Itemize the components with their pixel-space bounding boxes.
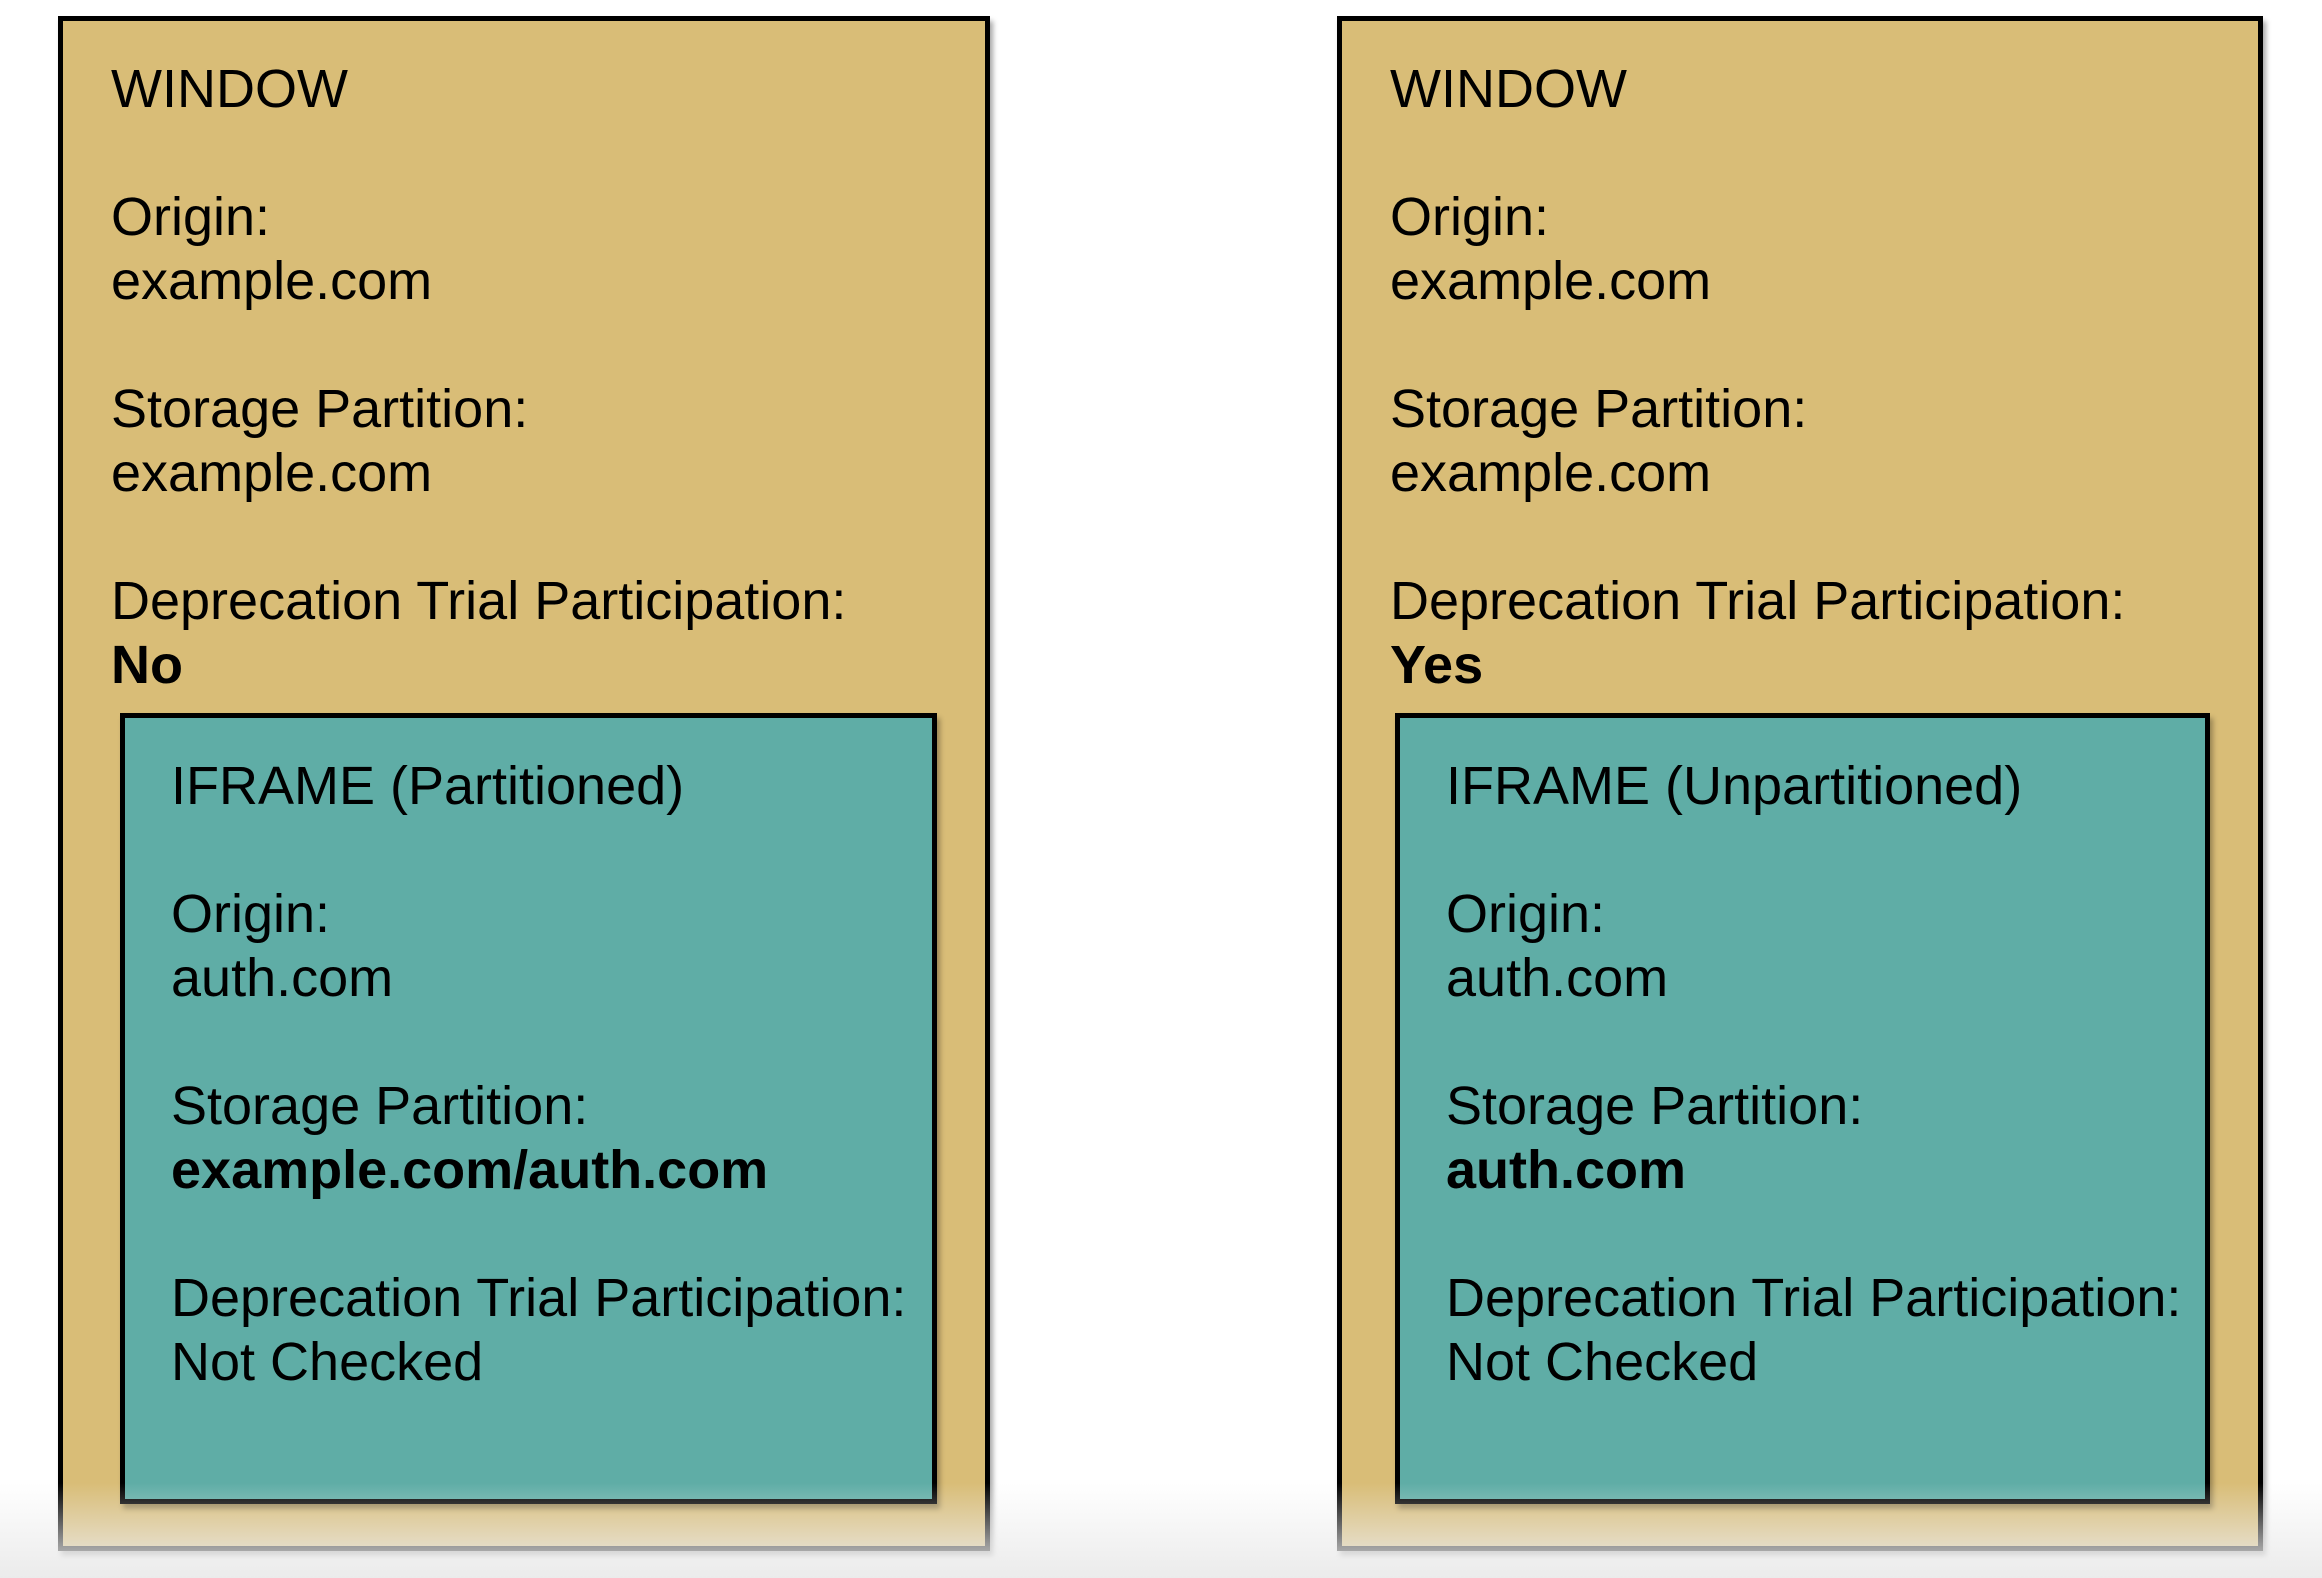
field-label: Origin:	[1446, 884, 1606, 944]
field-label: Deprecation Trial Participation:	[1446, 1268, 2182, 1328]
field-origin: Origin: example.com	[111, 185, 937, 313]
field-value: example.com	[1390, 251, 1712, 311]
iframe-title: IFRAME (Unpartitioned)	[1446, 756, 2023, 816]
field-value: No	[111, 635, 183, 695]
field-value: auth.com	[1446, 948, 1669, 1008]
field-storage-partition: Storage Partition: example.com	[1390, 377, 2210, 505]
field-deprecation-trial: Deprecation Trial Participation: No	[111, 569, 937, 697]
field-origin: Origin: auth.com	[1446, 882, 2159, 1010]
field-label: Deprecation Trial Participation:	[1390, 571, 2126, 631]
field-label: Origin:	[111, 187, 271, 247]
field-origin: Origin: example.com	[1390, 185, 2210, 313]
field-value: example.com/auth.com	[171, 1140, 769, 1200]
field-value: example.com	[111, 251, 433, 311]
field-storage-partition: Storage Partition: example.com/auth.com	[171, 1074, 886, 1202]
field-deprecation-trial: Deprecation Trial Participation: Not Che…	[1446, 1266, 2182, 1394]
field-value: Not Checked	[171, 1332, 484, 1392]
field-value: Not Checked	[1446, 1332, 1759, 1392]
iframe-box-unpartitioned: IFRAME (Unpartitioned) Origin: auth.com …	[1395, 713, 2210, 1504]
field-label: Origin:	[171, 884, 331, 944]
field-label: Storage Partition:	[1446, 1076, 1864, 1136]
field-value: example.com	[111, 443, 433, 503]
field-label: Deprecation Trial Participation:	[171, 1268, 907, 1328]
field-storage-partition: Storage Partition: example.com	[111, 377, 937, 505]
field-label: Storage Partition:	[111, 379, 529, 439]
field-value: auth.com	[1446, 1140, 1687, 1200]
iframe-box-partitioned: IFRAME (Partitioned) Origin: auth.com St…	[120, 713, 937, 1504]
field-label: Origin:	[1390, 187, 1550, 247]
window-box-left: WINDOW Origin: example.com Storage Parti…	[58, 16, 990, 1551]
field-value: example.com	[1390, 443, 1712, 503]
field-deprecation-trial: Deprecation Trial Participation: Not Che…	[171, 1266, 907, 1394]
window-box-right: WINDOW Origin: example.com Storage Parti…	[1337, 16, 2263, 1551]
field-deprecation-trial: Deprecation Trial Participation: Yes	[1390, 569, 2210, 697]
field-value: auth.com	[171, 948, 394, 1008]
field-label: Deprecation Trial Participation:	[111, 571, 847, 631]
field-origin: Origin: auth.com	[171, 882, 886, 1010]
field-label: Storage Partition:	[1390, 379, 1808, 439]
window-title: WINDOW	[1390, 59, 1627, 119]
field-label: Storage Partition:	[171, 1076, 589, 1136]
iframe-title: IFRAME (Partitioned)	[171, 756, 685, 816]
field-value: Yes	[1390, 635, 1484, 695]
window-title: WINDOW	[111, 59, 348, 119]
field-storage-partition: Storage Partition: auth.com	[1446, 1074, 2159, 1202]
